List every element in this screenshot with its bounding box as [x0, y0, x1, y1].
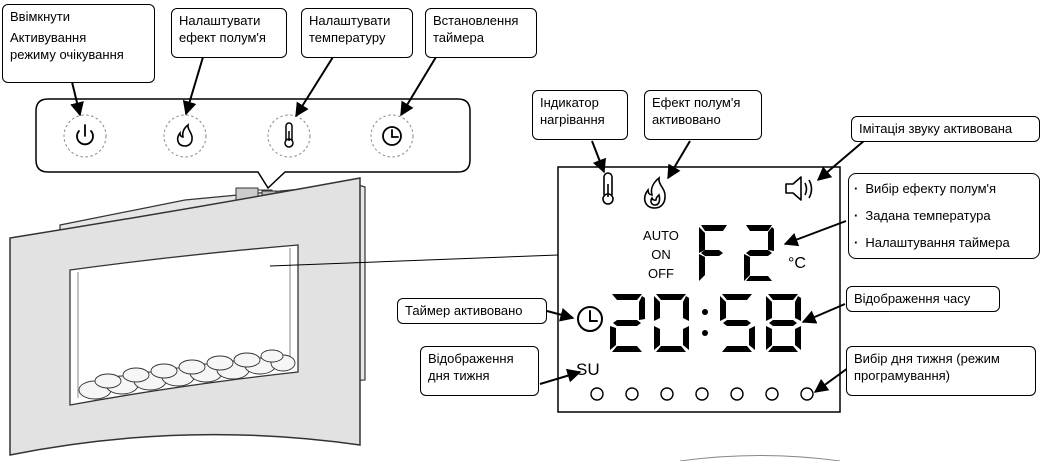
speaker-icon: [785, 176, 813, 201]
day-dot: [765, 387, 779, 401]
flame-active-line-2: активовано: [652, 112, 721, 127]
flame-setting-label: Налаштувати ефект полум'я: [171, 8, 287, 58]
sound-active-text: Імітація звуку активована: [859, 121, 1013, 136]
day-select-line-2: програмування): [854, 368, 951, 383]
flame-button[interactable]: [163, 114, 207, 158]
power-standby-label: Ввімкнути Активування режиму очікування: [2, 4, 155, 83]
temperature-setting-label: Налаштувати температуру: [301, 8, 413, 58]
thermometer-icon: [602, 172, 614, 205]
flame-icon: [643, 176, 666, 209]
standby-text-2: режиму очікування: [10, 47, 124, 62]
temperature-button[interactable]: [267, 114, 311, 158]
day-indicator: SU: [576, 360, 600, 379]
timer-button[interactable]: [370, 114, 414, 158]
clock-icon: [382, 126, 402, 146]
timer-setting-item: Налаштування таймера: [854, 234, 1009, 251]
heat-indicator-line-1: Індикатор: [540, 95, 599, 110]
temperature-unit: °C: [788, 255, 806, 272]
day-display-line-2: дня тижня: [428, 368, 490, 383]
control-panel-callout: [35, 98, 471, 190]
day-dot: [625, 387, 639, 401]
flame-select-item: Вибір ефекту полум'я: [854, 180, 996, 197]
mode-on: ON: [651, 247, 671, 262]
day-dot: [695, 387, 709, 401]
day-dot: [590, 387, 604, 401]
day-display-line-1: Відображення: [428, 351, 514, 366]
time-display-label: Відображення часу: [846, 286, 1000, 312]
timer-label-line-1: Встановлення: [433, 13, 519, 28]
mode-off: OFF: [648, 266, 674, 281]
flame-label-line-2: ефект полум'я: [179, 30, 266, 45]
flame-icon: [176, 123, 193, 147]
flame-active-label: Ефект полум'я активовано: [644, 90, 762, 140]
day-select-dots: [590, 387, 814, 401]
timer-active-text: Таймер активовано: [405, 303, 523, 318]
set-temperature-item: Задана температура: [854, 207, 990, 224]
timer-setting-label: Встановлення таймера: [425, 8, 537, 58]
day-select-line-1: Вибір дня тижня (режим: [854, 351, 1000, 366]
fireplace-illustration: [9, 177, 366, 456]
day-select-label: Вибір дня тижня (режим програмування): [846, 346, 1036, 396]
timer-label-line-2: таймера: [433, 30, 484, 45]
day-dot: [660, 387, 674, 401]
timer-active-label: Таймер активовано: [397, 298, 547, 324]
power-on-text: Ввімкнути: [10, 9, 70, 24]
flame-code-segments: [699, 225, 774, 281]
clock-icon: [577, 306, 603, 332]
thermometer-icon: [284, 122, 294, 148]
day-dot: [800, 387, 814, 401]
flame-label-line-1: Налаштувати: [179, 13, 261, 28]
standby-text: Активування: [10, 30, 87, 45]
heat-indicator-label: Індикатор нагрівання: [532, 90, 628, 140]
lcd-display: [557, 166, 841, 413]
day-dot: [730, 387, 744, 401]
time-display-text: Відображення часу: [854, 291, 971, 306]
heat-indicator-line-2: нагрівання: [540, 112, 605, 127]
mode-auto: AUTO: [643, 228, 679, 243]
temp-label-line-2: температуру: [309, 30, 386, 45]
power-icon: [76, 124, 94, 146]
time-segments: [610, 294, 801, 352]
power-button[interactable]: [63, 114, 107, 158]
flame-active-line-1: Ефект полум'я: [652, 95, 741, 110]
sound-active-label: Імітація звуку активована: [851, 116, 1040, 142]
day-display-label: Відображення дня тижня: [420, 346, 539, 396]
mode-indicator: AUTO ON OFF: [636, 226, 686, 283]
temp-label-line-1: Налаштувати: [309, 13, 391, 28]
